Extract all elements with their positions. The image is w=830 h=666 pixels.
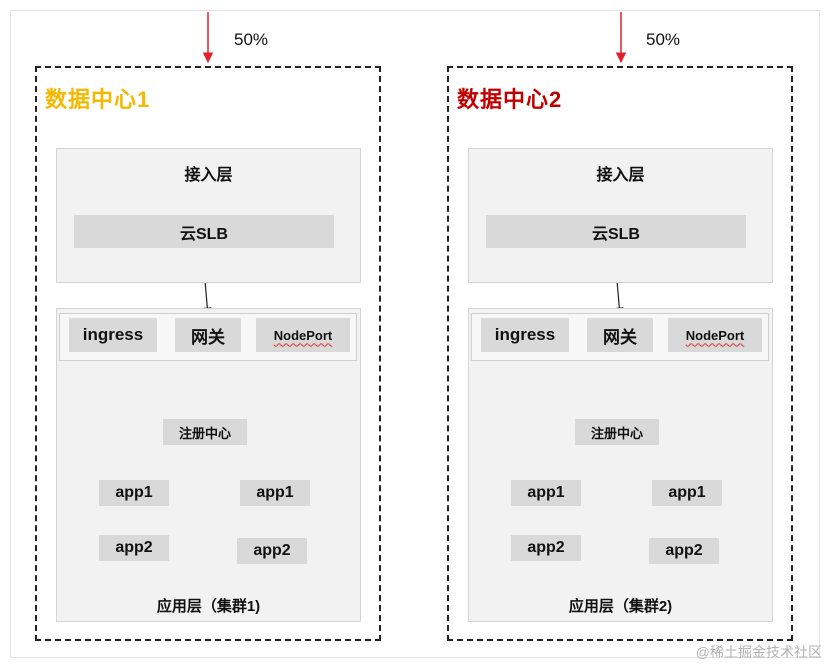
datacenter-title: 数据中心1 xyxy=(45,87,151,112)
ingress-box: ingress xyxy=(69,318,157,352)
app1-right-box: app1 xyxy=(652,480,722,506)
nodeport-box: NodePort xyxy=(668,318,762,352)
datacenter-1: 数据中心1 接入层 云SLB 应用层（集群1) ingress 网关 NodeP… xyxy=(35,66,381,641)
access-layer-title: 接入层 xyxy=(596,167,645,184)
access-layer-title: 接入层 xyxy=(184,167,233,184)
cloud-slb-box: 云SLB xyxy=(486,215,746,248)
app2-right-box: app2 xyxy=(237,538,307,564)
gateway-box: 网关 xyxy=(175,318,241,352)
app1-left-box: app1 xyxy=(99,480,169,506)
nodeport-box: NodePort xyxy=(256,318,350,352)
nodeport-label: NodePort xyxy=(685,327,745,343)
access-layer-panel: 接入层 云SLB xyxy=(56,148,361,283)
nodeport-label: NodePort xyxy=(273,327,333,343)
datacenter-2: 数据中心2 接入层 云SLB 应用层（集群2) ingress 网关 NodeP… xyxy=(447,66,793,641)
traffic-split-label-1: 50% xyxy=(234,30,269,49)
app-layer-title: 应用层（集群1) xyxy=(156,598,261,615)
registry-box: 注册中心 xyxy=(163,419,247,445)
app2-right-box: app2 xyxy=(649,538,719,564)
diagram-frame xyxy=(10,10,820,658)
watermark: @稀土掘金技术社区 xyxy=(695,644,822,660)
registry-box: 注册中心 xyxy=(575,419,659,445)
app1-left-box: app1 xyxy=(511,480,581,506)
app2-left-box: app2 xyxy=(99,535,169,561)
app1-right-box: app1 xyxy=(240,480,310,506)
app-layer-title: 应用层（集群2) xyxy=(568,598,673,615)
traffic-split-label-2: 50% xyxy=(646,30,681,49)
app2-left-box: app2 xyxy=(511,535,581,561)
gateway-box: 网关 xyxy=(587,318,653,352)
datacenter-title: 数据中心2 xyxy=(457,87,563,112)
cloud-slb-box: 云SLB xyxy=(74,215,334,248)
access-layer-panel: 接入层 云SLB xyxy=(468,148,773,283)
ingress-box: ingress xyxy=(481,318,569,352)
